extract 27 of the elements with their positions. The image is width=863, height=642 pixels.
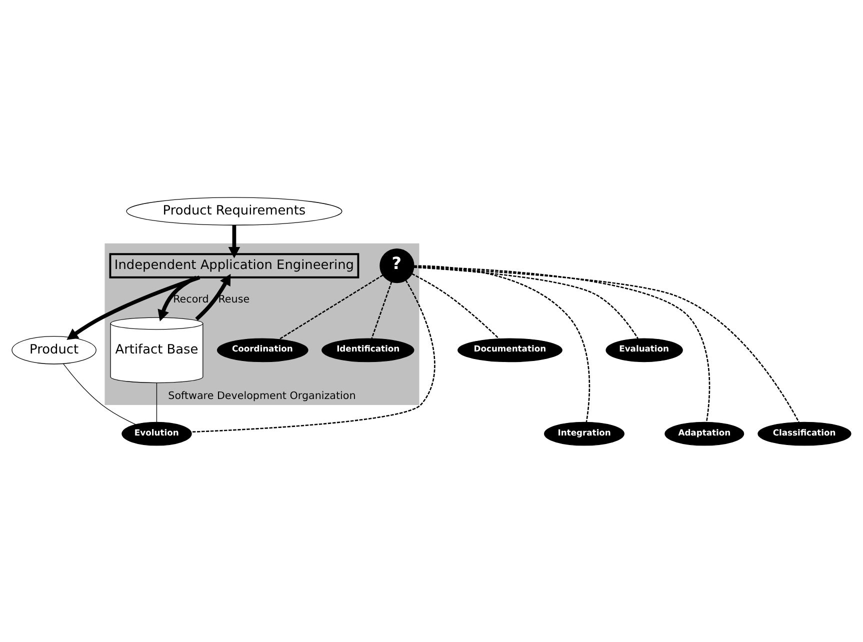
connector bbox=[62, 362, 136, 424]
arrow bbox=[195, 273, 231, 320]
node-ellipse: Classification bbox=[758, 421, 852, 446]
connector bbox=[371, 281, 392, 338]
edge-label: Record bbox=[173, 293, 209, 306]
arrow bbox=[228, 224, 240, 258]
connector bbox=[414, 266, 800, 422]
node-ellipse: Evolution bbox=[122, 421, 192, 446]
edge-label: Reuse bbox=[218, 293, 250, 306]
connector bbox=[278, 274, 384, 340]
node-box: Independent Application Engineering bbox=[109, 252, 360, 278]
connector bbox=[414, 266, 710, 422]
connector bbox=[414, 264, 590, 422]
arrow bbox=[158, 275, 198, 321]
node-ellipse: Identification bbox=[322, 338, 414, 362]
node-ellipse: Product bbox=[12, 336, 96, 364]
node-ellipse: Product Requirements bbox=[126, 196, 342, 225]
node-ellipse: Evaluation bbox=[606, 338, 683, 362]
arrow bbox=[66, 275, 200, 340]
node-ellipse: Documentation bbox=[458, 338, 562, 362]
node-circle: ? bbox=[380, 248, 414, 283]
connector bbox=[156, 382, 158, 422]
connector bbox=[191, 279, 436, 432]
node-ellipse: Integration bbox=[544, 421, 624, 446]
node-ellipse: Adaptation bbox=[664, 421, 744, 446]
node-ellipse: Coordination bbox=[216, 338, 308, 362]
connector bbox=[412, 272, 500, 339]
